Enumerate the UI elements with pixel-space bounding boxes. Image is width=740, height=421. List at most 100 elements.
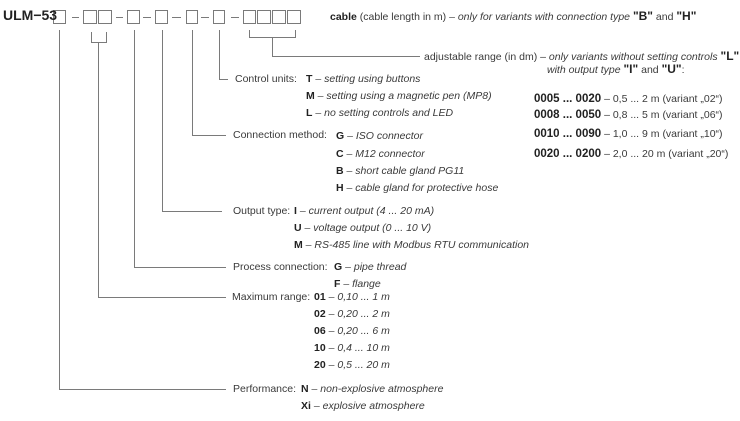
option-desc: – 0,5 ... 20 m — [328, 359, 390, 371]
adjustable-range-condition-1: only variants without setting controls — [548, 51, 718, 63]
option-desc: – setting using buttons — [315, 73, 421, 85]
adjustable-range-option: 0020 ... 0200 – 2,0 ... 20 m (variant „2… — [534, 148, 728, 161]
option-code: 0020 ... 0200 — [534, 148, 602, 160]
output-type-option: U – voltage output (0 ... 10 V) — [294, 222, 431, 235]
option-desc: – 1,0 ... 9 m (variant „10“) — [604, 128, 723, 140]
option-desc: – 0,10 ... 1 m — [328, 291, 390, 303]
code-box-adjustable-4 — [287, 10, 301, 24]
code-box-range-2 — [98, 10, 112, 24]
code-box-adjustable-1 — [243, 10, 256, 24]
option-desc: – 0,5 ... 2 m (variant „02“) — [604, 93, 723, 105]
option-desc: – explosive atmosphere — [313, 400, 425, 412]
option-desc: – 0,20 ... 2 m — [328, 308, 390, 320]
code-box-performance — [53, 10, 66, 24]
model-code: ULM−53 — [3, 7, 58, 23]
performance-option: Xi – explosive atmosphere — [301, 400, 425, 413]
cable-note: cable (cable length in m) – only for var… — [330, 10, 696, 24]
control-units-option: T – setting using buttons — [306, 73, 420, 86]
leader-control-units — [219, 30, 228, 80]
option-code: I — [294, 205, 297, 217]
adjustable-range-colon: : — [681, 64, 685, 76]
adjustable-range-condition-2: with output type — [547, 64, 621, 76]
adjustable-range-code-l: "L" — [720, 49, 740, 63]
code-box-range-1 — [83, 10, 97, 24]
option-desc: – current output (4 ... 20 mA) — [299, 205, 435, 217]
option-code: 0005 ... 0020 — [534, 93, 602, 105]
option-desc: – 0,20 ... 6 m — [328, 325, 390, 337]
adjustable-range-code-u: "U" — [661, 62, 682, 76]
option-code: C — [336, 148, 344, 160]
process-connection-label: Process connection: — [233, 261, 328, 273]
code-box-adjustable-3 — [272, 10, 286, 24]
option-desc: – ISO connector — [347, 130, 423, 142]
option-code: M — [294, 239, 303, 251]
option-code: 01 — [314, 291, 326, 303]
option-desc: – non-explosive atmosphere — [311, 383, 444, 395]
code-box-connection-method — [186, 10, 198, 24]
option-code: T — [306, 73, 313, 85]
option-code: B — [336, 165, 344, 177]
option-desc: – 0,8 ... 5 m (variant „06“) — [604, 109, 723, 121]
connection-method-label: Connection method: — [233, 129, 327, 141]
maximum-range-option: 20 – 0,5 ... 20 m — [314, 359, 390, 372]
control-units-option: L – no setting controls and LED — [306, 107, 453, 120]
process-connection-option: G – pipe thread — [334, 261, 406, 274]
option-code: 0010 ... 0090 — [534, 128, 602, 140]
option-code: 02 — [314, 308, 326, 320]
output-type-label: Output type: — [233, 205, 291, 217]
leader-adjustable-range — [272, 37, 420, 57]
option-code: G — [334, 261, 343, 273]
leader-performance — [59, 30, 226, 390]
performance-label: Performance: — [233, 383, 297, 395]
adjustable-range-line-1: adjustable range (in dm) – only variants… — [424, 50, 739, 64]
connection-method-option: H – cable gland for protective hose — [336, 182, 498, 195]
option-desc: – setting using a magnetic pen (MP8) — [317, 90, 492, 102]
cable-type-b: "B" — [632, 9, 653, 23]
option-code: F — [334, 278, 341, 290]
code-box-process-connection — [127, 10, 140, 24]
option-desc: – RS-485 line with Modbus RTU communicat… — [305, 239, 529, 251]
leader-connection-method — [192, 30, 226, 136]
control-units-label: Control units: — [235, 73, 297, 85]
control-units-option: M – setting using a magnetic pen (MP8) — [306, 90, 492, 103]
code-separator: − — [33, 7, 42, 23]
option-desc: – short cable gland PG11 — [346, 165, 465, 177]
code-box-output-type — [155, 10, 168, 24]
maximum-range-option: 06 – 0,20 ... 6 m — [314, 325, 390, 338]
option-code: G — [336, 130, 345, 142]
performance-option: N – non-explosive atmosphere — [301, 383, 443, 396]
adjustable-range-option: 0005 ... 0020 – 0,5 ... 2 m (variant „02… — [534, 93, 723, 106]
option-code: N — [301, 383, 309, 395]
option-code: 10 — [314, 342, 326, 354]
option-desc: – no setting controls and LED — [315, 107, 454, 119]
output-type-option: M – RS-485 line with Modbus RTU communic… — [294, 239, 529, 252]
option-code: 0008 ... 0050 — [534, 109, 602, 121]
adjustable-range-option: 0010 ... 0090 – 1,0 ... 9 m (variant „10… — [534, 128, 723, 141]
adjustable-range-code-i: "I" — [623, 62, 639, 76]
code-model: 53 — [41, 7, 58, 23]
maximum-range-option: 01 – 0,10 ... 1 m — [314, 291, 390, 304]
output-type-option: I – current output (4 ... 20 mA) — [294, 205, 434, 218]
adjustable-range-and: and — [641, 64, 659, 76]
option-code: H — [336, 182, 344, 194]
option-code: M — [306, 90, 315, 102]
option-desc: – flange — [343, 278, 381, 290]
bracket-maximum-range — [91, 32, 107, 43]
connection-method-option: G – ISO connector — [336, 130, 423, 143]
process-connection-option: F – flange — [334, 278, 381, 291]
connection-method-option: B – short cable gland PG11 — [336, 165, 464, 178]
adjustable-range-line-2: with output type "I" and "U": — [547, 63, 685, 77]
option-desc: – pipe thread — [345, 261, 407, 273]
option-desc: – 0,4 ... 10 m — [328, 342, 390, 354]
code-box-control-units — [213, 10, 225, 24]
cable-unit-note: (cable length in m) — [359, 11, 447, 23]
maximum-range-option: 10 – 0,4 ... 10 m — [314, 342, 390, 355]
option-desc: – cable gland for protective hose — [346, 182, 499, 194]
leader-maximum-range — [98, 42, 226, 298]
leader-output-type — [162, 30, 222, 212]
cable-condition: – only for variants with connection type — [449, 11, 631, 23]
bracket-adjustable-range — [249, 30, 296, 38]
adjustable-range-option: 0008 ... 0050 – 0,8 ... 5 m (variant „06… — [534, 109, 723, 122]
adjustable-range-label: adjustable range (in dm) – — [424, 51, 546, 63]
